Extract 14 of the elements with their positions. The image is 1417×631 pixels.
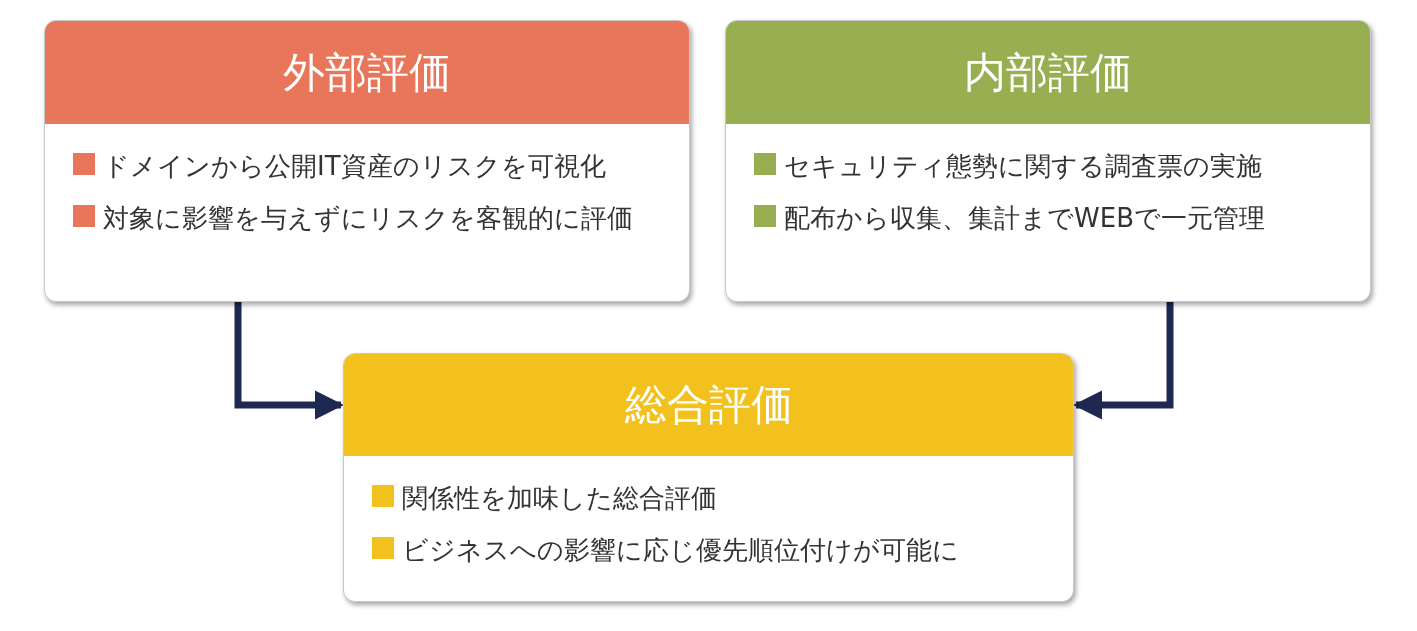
bullet-text: 配布から収集、集計までWEBで一元管理 bbox=[784, 202, 1266, 235]
bullet-text: 対象に影響を与えずにリスクを客観的に評価 bbox=[103, 202, 634, 235]
card bbox=[725, 20, 1371, 302]
card-header: 外部評価 bbox=[45, 21, 689, 124]
bullet-text: ドメインから公開IT資産のリスクを可視化 bbox=[103, 150, 607, 183]
arrow bbox=[1073, 302, 1174, 420]
card bbox=[44, 20, 690, 302]
bullet-text: 関係性を加味した総合評価 bbox=[402, 482, 718, 515]
arrow bbox=[234, 302, 344, 420]
card-header: 総合評価 bbox=[344, 354, 1073, 456]
card bbox=[343, 353, 1074, 602]
bullet-text: ビジネスへの影響に応じ優先順位付けが可能に bbox=[402, 534, 960, 567]
card-header: 内部評価 bbox=[726, 21, 1370, 124]
bullet-text: セキュリティ態勢に関する調査票の実施 bbox=[784, 150, 1263, 183]
